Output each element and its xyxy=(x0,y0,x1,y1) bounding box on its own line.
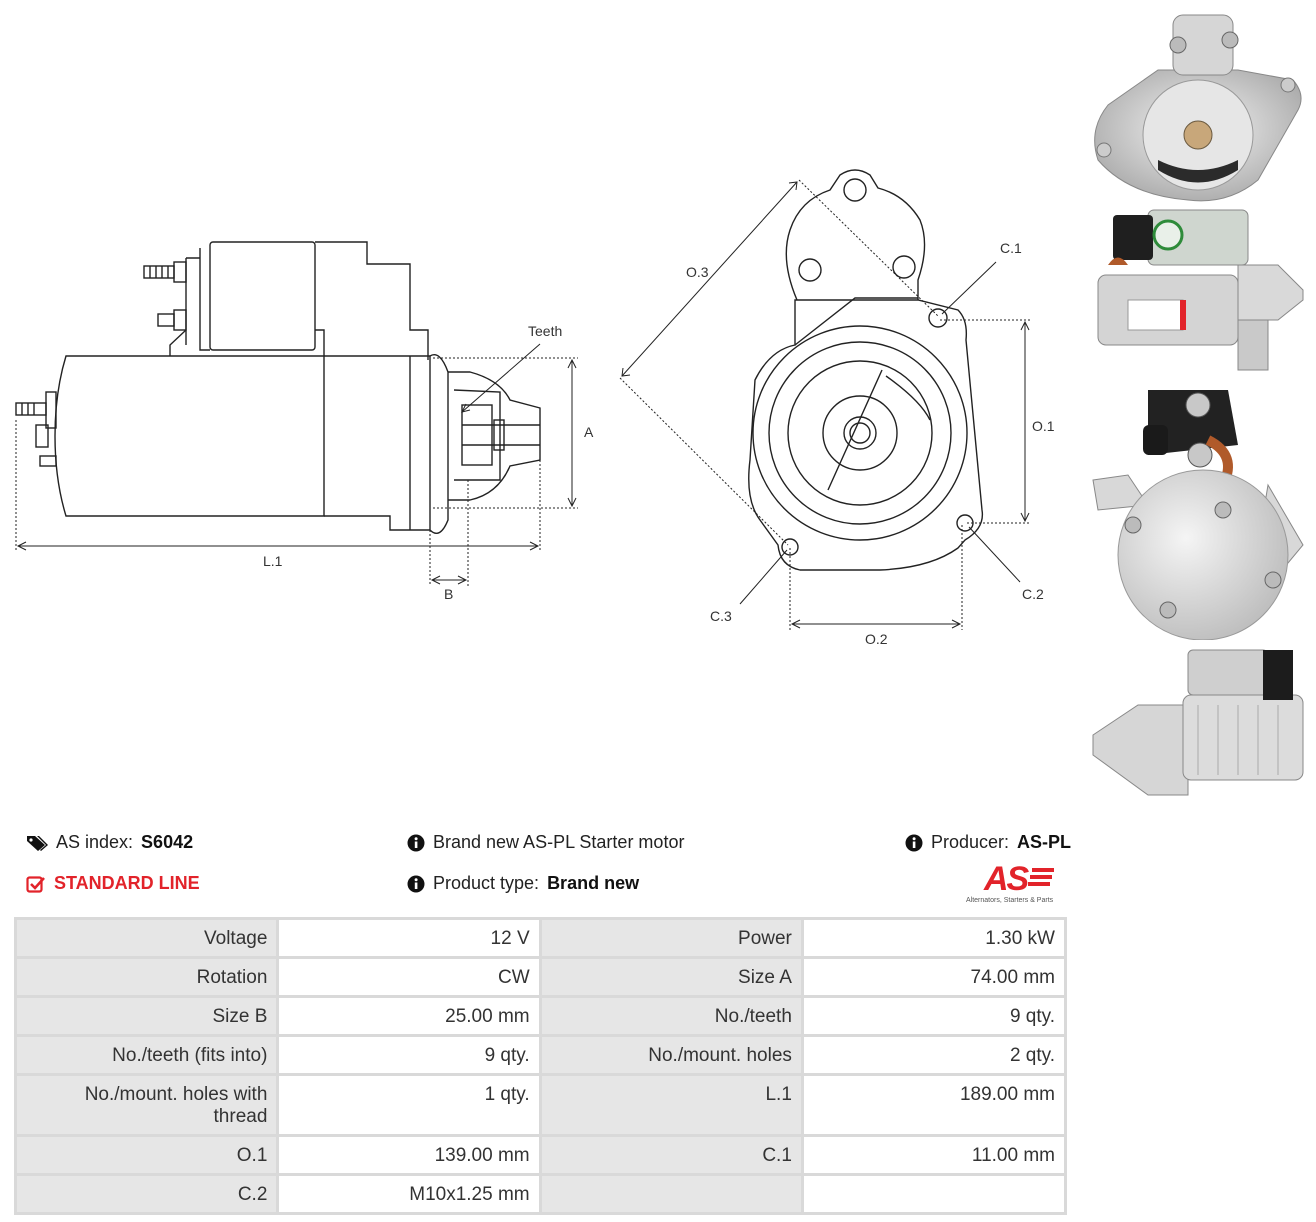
side-view-drawing: Teeth A L.1 B xyxy=(15,241,594,602)
label-c2: C.2 xyxy=(1022,586,1044,602)
spec-value: 2 qty. xyxy=(800,1034,1068,1076)
label-o3: O.3 xyxy=(686,264,709,280)
label-o1: O.1 xyxy=(1032,418,1055,434)
spec-label: No./teeth xyxy=(538,995,804,1037)
producer-label: Producer: xyxy=(931,832,1010,852)
spec-label: Rotation xyxy=(13,956,280,998)
label-c1: C.1 xyxy=(1000,240,1022,256)
spec-label: Size B xyxy=(13,995,280,1037)
spec-label: L.1 xyxy=(538,1073,804,1137)
info-icon xyxy=(905,834,923,851)
as-index-row: AS index: S6042 xyxy=(26,832,193,853)
spec-value: 1.30 kW xyxy=(800,917,1068,959)
spec-label: No./teeth (fits into) xyxy=(13,1034,280,1076)
spec-value: 9 qty. xyxy=(800,995,1068,1037)
label-c3: C.3 xyxy=(710,608,732,624)
spec-value: 11.00 mm xyxy=(800,1134,1068,1176)
label-a: A xyxy=(584,424,594,440)
producer-value: AS-PL xyxy=(1017,832,1072,852)
product-type-row: Product type: Brand new xyxy=(407,873,639,894)
spec-row: No./teeth (fits into)9 qty.No./mount. ho… xyxy=(13,1034,1068,1076)
product-photo-top xyxy=(1092,649,1304,796)
spec-label: Size A xyxy=(538,956,804,998)
spec-value: 9 qty. xyxy=(276,1034,542,1076)
spec-value: 25.00 mm xyxy=(276,995,542,1037)
tags-icon xyxy=(27,835,48,851)
logo-tagline: Alternators, Starters & Parts xyxy=(966,897,1054,904)
spec-label: O.1 xyxy=(13,1134,280,1176)
spec-label: C.2 xyxy=(13,1173,280,1215)
product-photo-rear xyxy=(1092,390,1304,640)
spec-value: 1 qty. xyxy=(276,1073,542,1137)
line-label: STANDARD LINE xyxy=(54,873,200,893)
spec-label: Power xyxy=(538,917,804,959)
label-o2: O.2 xyxy=(865,631,888,647)
spec-value xyxy=(800,1173,1068,1215)
solenoid-body xyxy=(209,241,316,351)
as-index-value: S6042 xyxy=(141,832,194,852)
spec-label: No./mount. holes with thread xyxy=(13,1073,280,1137)
product-photo-side xyxy=(1097,209,1304,371)
label-l1: L.1 xyxy=(263,553,283,569)
spec-value: 74.00 mm xyxy=(800,956,1068,998)
motor-body xyxy=(54,355,325,517)
line-row: STANDARD LINE xyxy=(26,873,200,894)
label-teeth: Teeth xyxy=(528,323,562,339)
hole-c1 xyxy=(928,308,948,328)
info-icon xyxy=(407,875,425,892)
hole-c3 xyxy=(781,538,799,556)
front-view-drawing: O.3 C.1 O.1 C.2 C.3 O.2 xyxy=(619,169,1055,647)
info-icon xyxy=(407,834,425,851)
product-type-label: Product type: xyxy=(433,873,540,893)
mount-lobe xyxy=(785,169,926,301)
spec-label xyxy=(538,1173,804,1215)
producer-row: Producer: AS-PL xyxy=(905,832,1071,853)
spec-value: CW xyxy=(276,956,542,998)
terminal-top xyxy=(143,265,175,279)
description-row: Brand new AS-PL Starter motor xyxy=(407,832,684,853)
flange-plate xyxy=(748,299,984,571)
spec-label: No./mount. holes xyxy=(538,1034,804,1076)
spec-value: 12 V xyxy=(276,917,542,959)
as-index-label: AS index: xyxy=(56,832,134,852)
as-pl-logo: AS Alternators, Starters & Parts xyxy=(962,860,1068,908)
spec-value: 139.00 mm xyxy=(276,1134,542,1176)
label-b: B xyxy=(444,586,453,602)
product-photo-front xyxy=(1094,14,1302,202)
spec-label: C.1 xyxy=(538,1134,804,1176)
product-type-value: Brand new xyxy=(547,873,640,893)
spec-label: Voltage xyxy=(13,917,280,959)
spec-value: 189.00 mm xyxy=(800,1073,1068,1137)
spec-value: M10x1.25 mm xyxy=(276,1173,542,1215)
checkbox-icon xyxy=(26,875,45,893)
logo-mark: AS xyxy=(984,860,1029,898)
description-text: Brand new AS-PL Starter motor xyxy=(433,832,685,852)
